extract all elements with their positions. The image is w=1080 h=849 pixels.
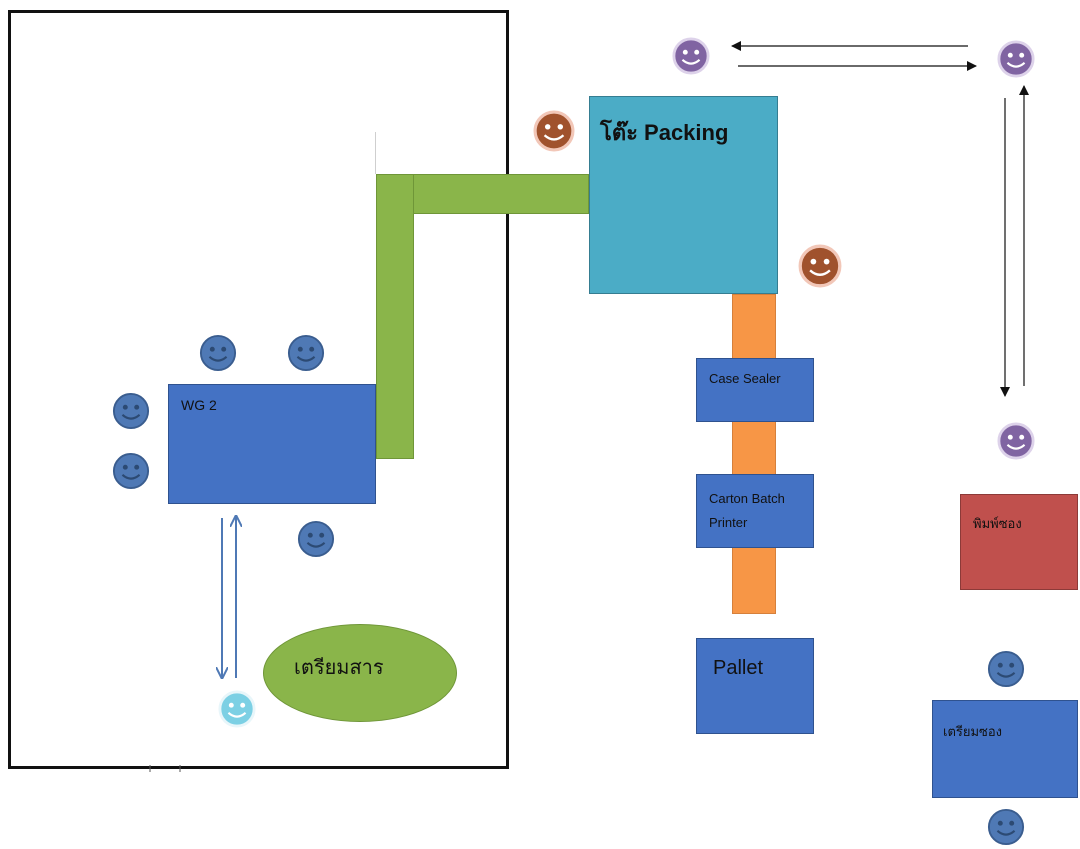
wg2-label: WG 2 <box>181 397 217 413</box>
prepare-material-label: เตรียมสาร <box>294 657 384 679</box>
prepare-bag-station: เตรียมซอง <box>932 700 1078 798</box>
smiley-face-icon <box>987 650 1025 688</box>
print-label-station-label: พิมพ์ซอง <box>973 516 1022 531</box>
print-label-station: พิมพ์ซอง <box>960 494 1078 590</box>
smiley-face-icon <box>297 520 335 558</box>
smiley-face-icon <box>218 690 256 728</box>
carton-batch-printer: Carton Batch Printer <box>696 474 814 548</box>
smiley-face-icon <box>987 808 1025 846</box>
packing-table-label: โต๊ะ Packing <box>600 120 729 145</box>
case-sealer-label: Case Sealer <box>709 371 781 386</box>
smiley-face-icon <box>287 334 325 372</box>
pallet: Pallet <box>696 638 814 734</box>
smiley-face-icon <box>997 40 1035 78</box>
prepare-material-area: เตรียมสาร <box>263 624 457 722</box>
smiley-face-icon <box>199 334 237 372</box>
wg2-workstation: WG 2 <box>168 384 376 504</box>
smiley-face-icon <box>533 110 575 152</box>
prepare-bag-station-label: เตรียมซอง <box>943 724 1003 739</box>
packing-table: โต๊ะ Packing <box>589 96 778 294</box>
smiley-face-icon <box>798 244 842 288</box>
pallet-label: Pallet <box>713 657 764 679</box>
carton-batch-printer-label: Carton Batch Printer <box>709 491 785 530</box>
smiley-face-icon <box>112 452 150 490</box>
smiley-face-icon <box>672 37 710 75</box>
orange-conveyor <box>732 294 776 614</box>
smiley-face-icon <box>112 392 150 430</box>
conveyor-edge-line <box>375 132 376 174</box>
green-conveyor-vertical <box>376 174 414 459</box>
case-sealer: Case Sealer <box>696 358 814 422</box>
smiley-face-icon <box>997 422 1035 460</box>
cleanroom-boundary <box>8 10 509 769</box>
